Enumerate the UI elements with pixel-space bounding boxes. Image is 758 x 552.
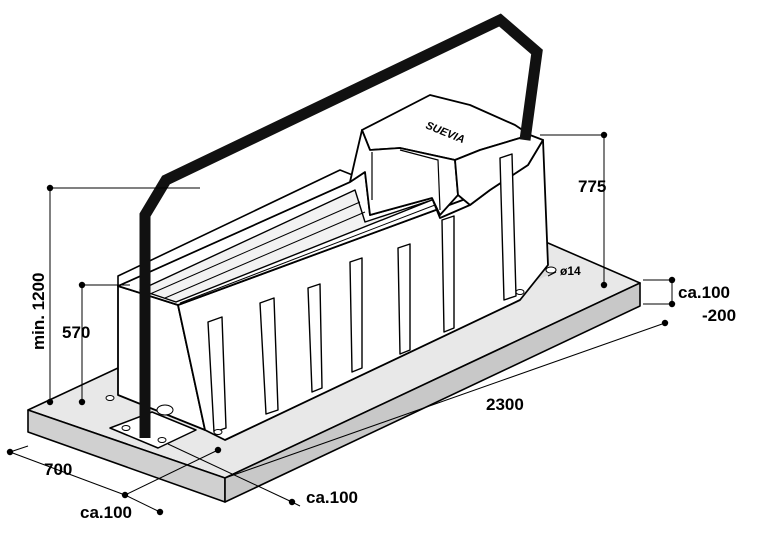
dim-dot: [600, 281, 608, 289]
dim-dot: [600, 131, 608, 139]
bolt-hole: [105, 395, 115, 401]
rib: [397, 243, 411, 355]
housing-right: [454, 134, 544, 206]
dim-dot: [78, 281, 86, 289]
rib: [307, 283, 323, 393]
housing-edge: [371, 149, 441, 211]
dimension-lines: [9, 134, 675, 513]
foot-plate: [105, 266, 557, 449]
label-offset-front-2: ca.100: [306, 488, 358, 507]
bolt-hole: [157, 437, 167, 443]
dim-dot: [668, 300, 676, 308]
dim-dot: [288, 498, 296, 506]
dim-dot: [6, 448, 14, 456]
dim-dot: [156, 508, 164, 516]
label-offset-right-1: ca.100: [678, 283, 730, 302]
trough-body: SUEVIA: [105, 94, 557, 449]
bolt-hole: [515, 289, 525, 295]
label-offset-front-1: ca.100: [80, 503, 132, 522]
housing-front: [349, 129, 459, 216]
label-height-base: 570: [62, 323, 90, 342]
label-height-total: min. 1200: [29, 273, 48, 351]
rib-group: [207, 153, 517, 433]
rib: [207, 316, 227, 433]
label-height-trough: 775: [578, 177, 606, 196]
dim-dot: [668, 276, 676, 284]
dim-dot: [214, 446, 222, 454]
dim-dot: [78, 398, 86, 406]
label-width: 700: [44, 460, 72, 479]
frame-bar: [139, 13, 543, 438]
bolt-hole: [545, 266, 557, 274]
bolt-hole: [156, 404, 174, 416]
valve-housing: SUEVIA: [349, 94, 544, 216]
basin-inner-line: [149, 201, 436, 304]
dim-dot: [661, 319, 669, 327]
bolt-hole: [213, 429, 223, 435]
rib: [349, 257, 363, 373]
dim-dot: [121, 491, 129, 499]
rib: [259, 297, 279, 415]
dim-dot: [46, 184, 54, 192]
label-length: 2300: [486, 395, 524, 414]
trough-back-wall: [117, 169, 356, 287]
label-hole-diameter: ø14: [560, 264, 581, 278]
foot-plate-top: [109, 411, 197, 449]
rib: [499, 153, 517, 301]
label-offset-right-2: -200: [702, 306, 736, 325]
dimension-dots: [6, 131, 676, 516]
bolt-hole: [121, 425, 131, 431]
slab-right-face: [224, 282, 641, 503]
rib: [441, 215, 455, 333]
dim-dot: [46, 398, 54, 406]
